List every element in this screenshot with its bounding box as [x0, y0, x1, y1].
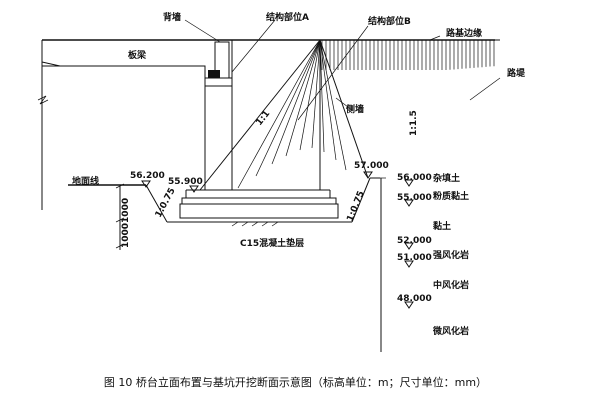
strata-column: [376, 177, 386, 352]
elev-marker: [404, 242, 414, 250]
elev-56-000: 56.000: [397, 173, 432, 183]
elev-57-000: 57.000: [354, 161, 389, 171]
ground-and-pit: [68, 177, 380, 227]
elev-51-000: 51.000: [397, 253, 432, 263]
elev-55-900: 55.900: [168, 177, 203, 187]
elev-48-000: 48.000: [397, 294, 432, 304]
slab-beam-label: 板梁: [128, 49, 147, 61]
embankment-label: 路堤: [507, 67, 526, 79]
slope-right-label: 1:0.75: [346, 190, 367, 223]
elev-marker: [189, 185, 199, 193]
slope-lines: [199, 39, 500, 191]
side-wall-label: 侧墙: [346, 103, 364, 115]
elev-marker: [141, 180, 151, 188]
left-dimension: [115, 183, 125, 250]
stratum-medium-weathered: 中风化岩: [433, 279, 469, 291]
elev-marker: [404, 179, 414, 187]
slope-1-1-5-label: 1:1.5: [409, 110, 419, 136]
dimension-label: 10001000: [121, 198, 131, 248]
stratum-clay: 黏土: [433, 220, 451, 232]
struct-b-label: 结构部位B: [368, 15, 411, 27]
elev-marker: [404, 199, 414, 207]
slope-left-label: 1:0.75: [154, 186, 178, 219]
elev-55-000: 55.000: [397, 193, 432, 203]
back-wall-label: 背墙: [163, 11, 181, 23]
struct-a-label: 结构部位A: [266, 11, 309, 23]
stratum-silty-clay: 粉质黏土: [433, 190, 469, 202]
embankment-hatch: [321, 40, 495, 70]
stratum-fill-soil: 杂填土: [433, 172, 460, 184]
elev-marker: [404, 301, 414, 309]
figure-caption: 图 10 桥台立面布置与基坑开挖断面示意图（标高单位：m；尺寸单位：mm）: [103, 376, 488, 389]
leader-lines: [184, 19, 501, 121]
stratum-slight-weathered: 微风化岩: [432, 325, 469, 337]
elev-56-200: 56.200: [130, 171, 165, 181]
elevation-markers: [141, 171, 414, 309]
elev-marker: [363, 171, 373, 179]
stratum-strong-weathered: 强风化岩: [433, 249, 469, 261]
elev-marker: [404, 260, 414, 268]
cushion-label: C15混凝土垫层: [240, 237, 304, 249]
elev-52-000: 52.000: [397, 236, 432, 246]
ground-line-label: 地面线: [72, 175, 99, 187]
fan-lines: [237, 39, 347, 189]
road-edge-label: 路基边缘: [446, 27, 482, 39]
slope-1-1-label: 1:1: [254, 109, 272, 128]
